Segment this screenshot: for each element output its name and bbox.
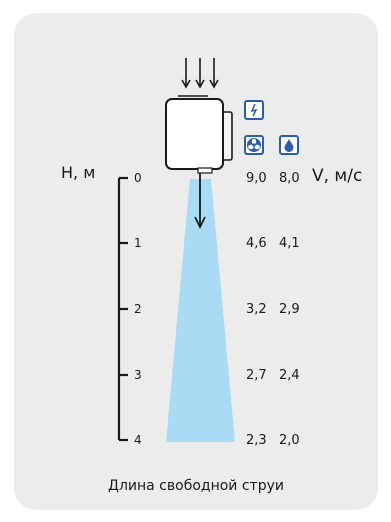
- heater-unit: [165, 95, 233, 174]
- tick-label: 1: [134, 236, 142, 250]
- fan-icon: [244, 135, 264, 155]
- air-jet-cone: [166, 179, 235, 442]
- velocity-value: 3,2: [246, 302, 267, 317]
- velocity-value: 4,6: [246, 236, 267, 251]
- tick-label: 3: [134, 368, 142, 382]
- velocity-value: 2,9: [279, 302, 300, 317]
- diagram-caption: Длина свободной струи: [108, 478, 284, 494]
- velocity-value: 2,4: [279, 368, 300, 383]
- velocity-value: 2,3: [246, 433, 267, 448]
- water-drop-icon: [279, 135, 299, 155]
- velocity-value: 4,1: [279, 236, 300, 251]
- velocity-value: 8,0: [279, 171, 300, 186]
- velocity-value: 2,7: [246, 368, 267, 383]
- tick-label: 2: [134, 302, 142, 316]
- velocity-value: 9,0: [246, 171, 267, 186]
- jet-direction-arrow: [194, 173, 206, 230]
- lightning-icon: [244, 100, 264, 120]
- height-scale: [117, 176, 128, 442]
- tick-label: 4: [134, 433, 142, 447]
- velocity-label: V, м/с: [312, 166, 363, 186]
- tick-label: 0: [134, 171, 142, 185]
- intake-arrows: [181, 58, 219, 89]
- height-axis-label: H, м: [61, 163, 96, 182]
- velocity-value: 2,0: [279, 433, 300, 448]
